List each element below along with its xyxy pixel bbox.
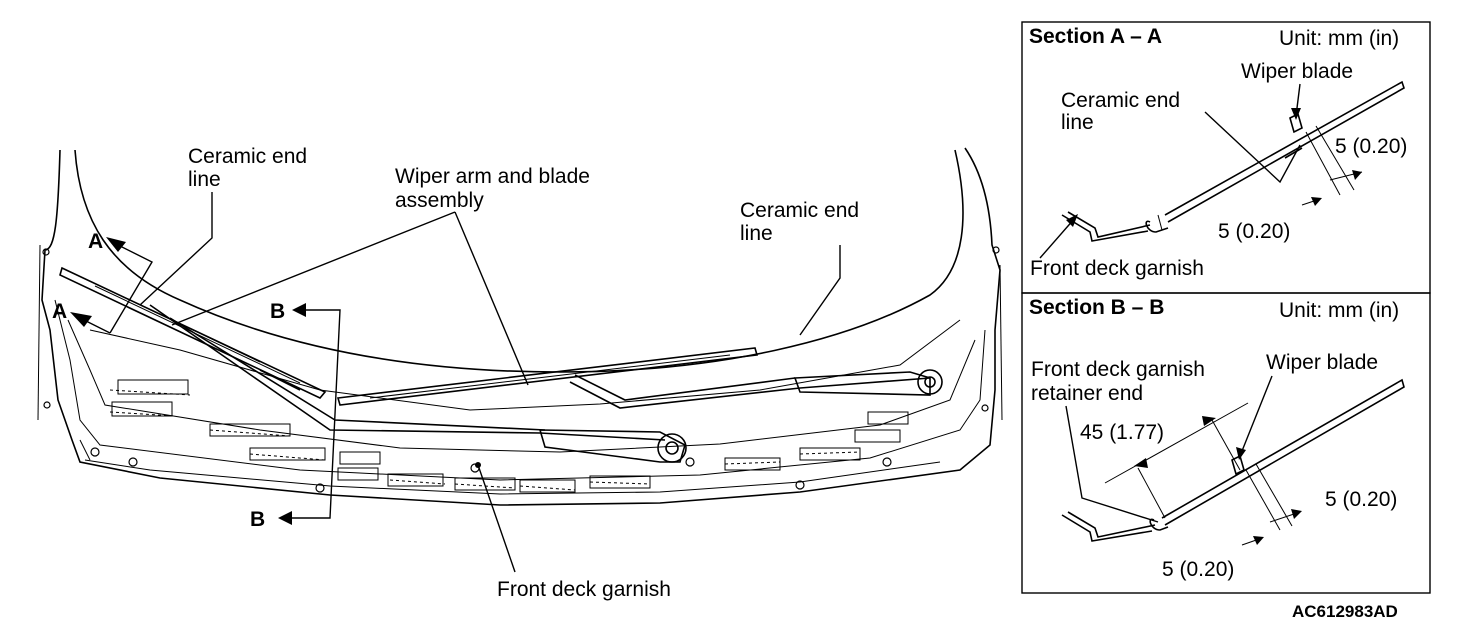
label-wiper-arm-2: assembly	[395, 189, 484, 212]
section-a-dim-1: 5 (0.20)	[1335, 135, 1407, 158]
section-a-unit: Unit: mm (in)	[1279, 27, 1399, 50]
section-a-marker-top: A	[88, 230, 103, 253]
section-b-retainer-label-1: Front deck garnish	[1031, 358, 1205, 381]
section-a-dim-2: 5 (0.20)	[1218, 220, 1290, 243]
section-a-title: Section A – A	[1029, 25, 1162, 48]
label-front-deck-garnish: Front deck garnish	[497, 578, 671, 601]
section-a-ceramic-label-1: Ceramic end	[1061, 89, 1180, 112]
right-wiper-blade	[336, 347, 759, 406]
section-b-wiper-blade-label: Wiper blade	[1266, 351, 1378, 374]
section-a-panel: Section A – A Unit: mm (in) Wiper blade …	[1021, 21, 1431, 294]
section-b-dim-2: 5 (0.20)	[1162, 558, 1234, 581]
section-a-marker-bottom: A	[52, 300, 67, 323]
section-a-ceramic-label-2: line	[1061, 111, 1094, 134]
section-a-wiper-blade-label: Wiper blade	[1241, 60, 1353, 83]
label-ceramic-end-line-right-2: line	[740, 222, 773, 245]
label-ceramic-end-line-right-1: Ceramic end	[740, 199, 859, 222]
section-b-marker-bottom: B	[250, 508, 265, 531]
section-b-markers: B B	[250, 300, 341, 531]
left-wiper-blade	[59, 266, 327, 399]
label-wiper-arm-1: Wiper arm and blade	[395, 165, 590, 188]
label-ceramic-end-line-left-1: Ceramic end	[188, 145, 307, 168]
label-ceramic-end-line-left-2: line	[188, 168, 221, 191]
section-b-retainer-label-2: retainer end	[1031, 382, 1143, 405]
main-illustration: A A B B Ceramic end line Wiper arm and b…	[37, 145, 1003, 601]
section-b-title: Section B – B	[1029, 296, 1164, 319]
left-wiper-arm	[149, 304, 687, 463]
section-b-unit: Unit: mm (in)	[1279, 299, 1399, 322]
section-a-markers: A A	[52, 230, 153, 334]
section-a-front-deck-garnish: Front deck garnish	[1030, 257, 1204, 280]
right-wiper-arm	[569, 369, 943, 409]
section-b-dim-1: 5 (0.20)	[1325, 488, 1397, 511]
figure-code: AC612983AD	[1292, 602, 1398, 621]
section-b-panel: Section B – B Unit: mm (in) Front deck g…	[1021, 292, 1431, 594]
section-b-marker-top: B	[270, 300, 285, 323]
section-b-dim-45: 45 (1.77)	[1080, 421, 1164, 444]
